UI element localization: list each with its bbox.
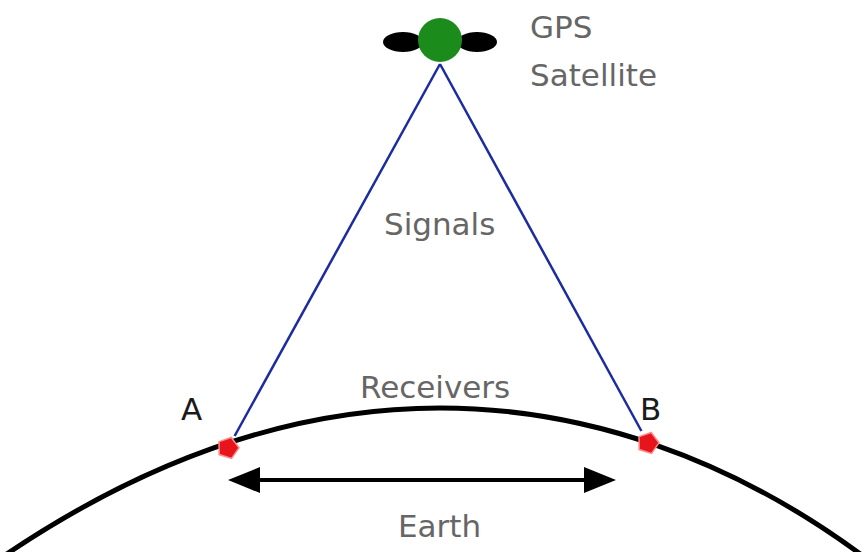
label-holder: Earth (396, 511, 483, 542)
text-holder: GPS Satellite (530, 3, 680, 99)
satellite-label: GPS Satellite (530, 3, 680, 99)
satellite-body (418, 18, 462, 62)
distance-arrow-head (584, 467, 616, 493)
signals-label: Signals (382, 209, 497, 240)
receiver-pentagon (639, 432, 659, 453)
receiver-marker: A (216, 436, 240, 460)
gps-satellite: GPS Satellite (383, 18, 497, 64)
earth-surface (0, 408, 866, 552)
earth-label: Earth (396, 511, 483, 542)
satellite-icon (383, 18, 497, 64)
solar-panel (457, 32, 497, 52)
solar-panel (383, 32, 423, 52)
label-holder: Receivers (358, 372, 512, 403)
distance-arrow-shaft (252, 478, 592, 482)
text-holder: A (181, 394, 202, 425)
receivers-label: Receivers (358, 372, 512, 403)
receiver-pentagon (219, 437, 239, 458)
receiver-label: A (181, 394, 202, 425)
label-holder: Signals (382, 209, 497, 240)
text-holder: B (640, 394, 661, 425)
receiver-symbol (636, 431, 660, 455)
receiver-symbol (216, 436, 240, 460)
distance-arrow-head (228, 467, 260, 493)
receiver-label: B (640, 394, 661, 425)
receiver-marker: B (636, 431, 660, 455)
